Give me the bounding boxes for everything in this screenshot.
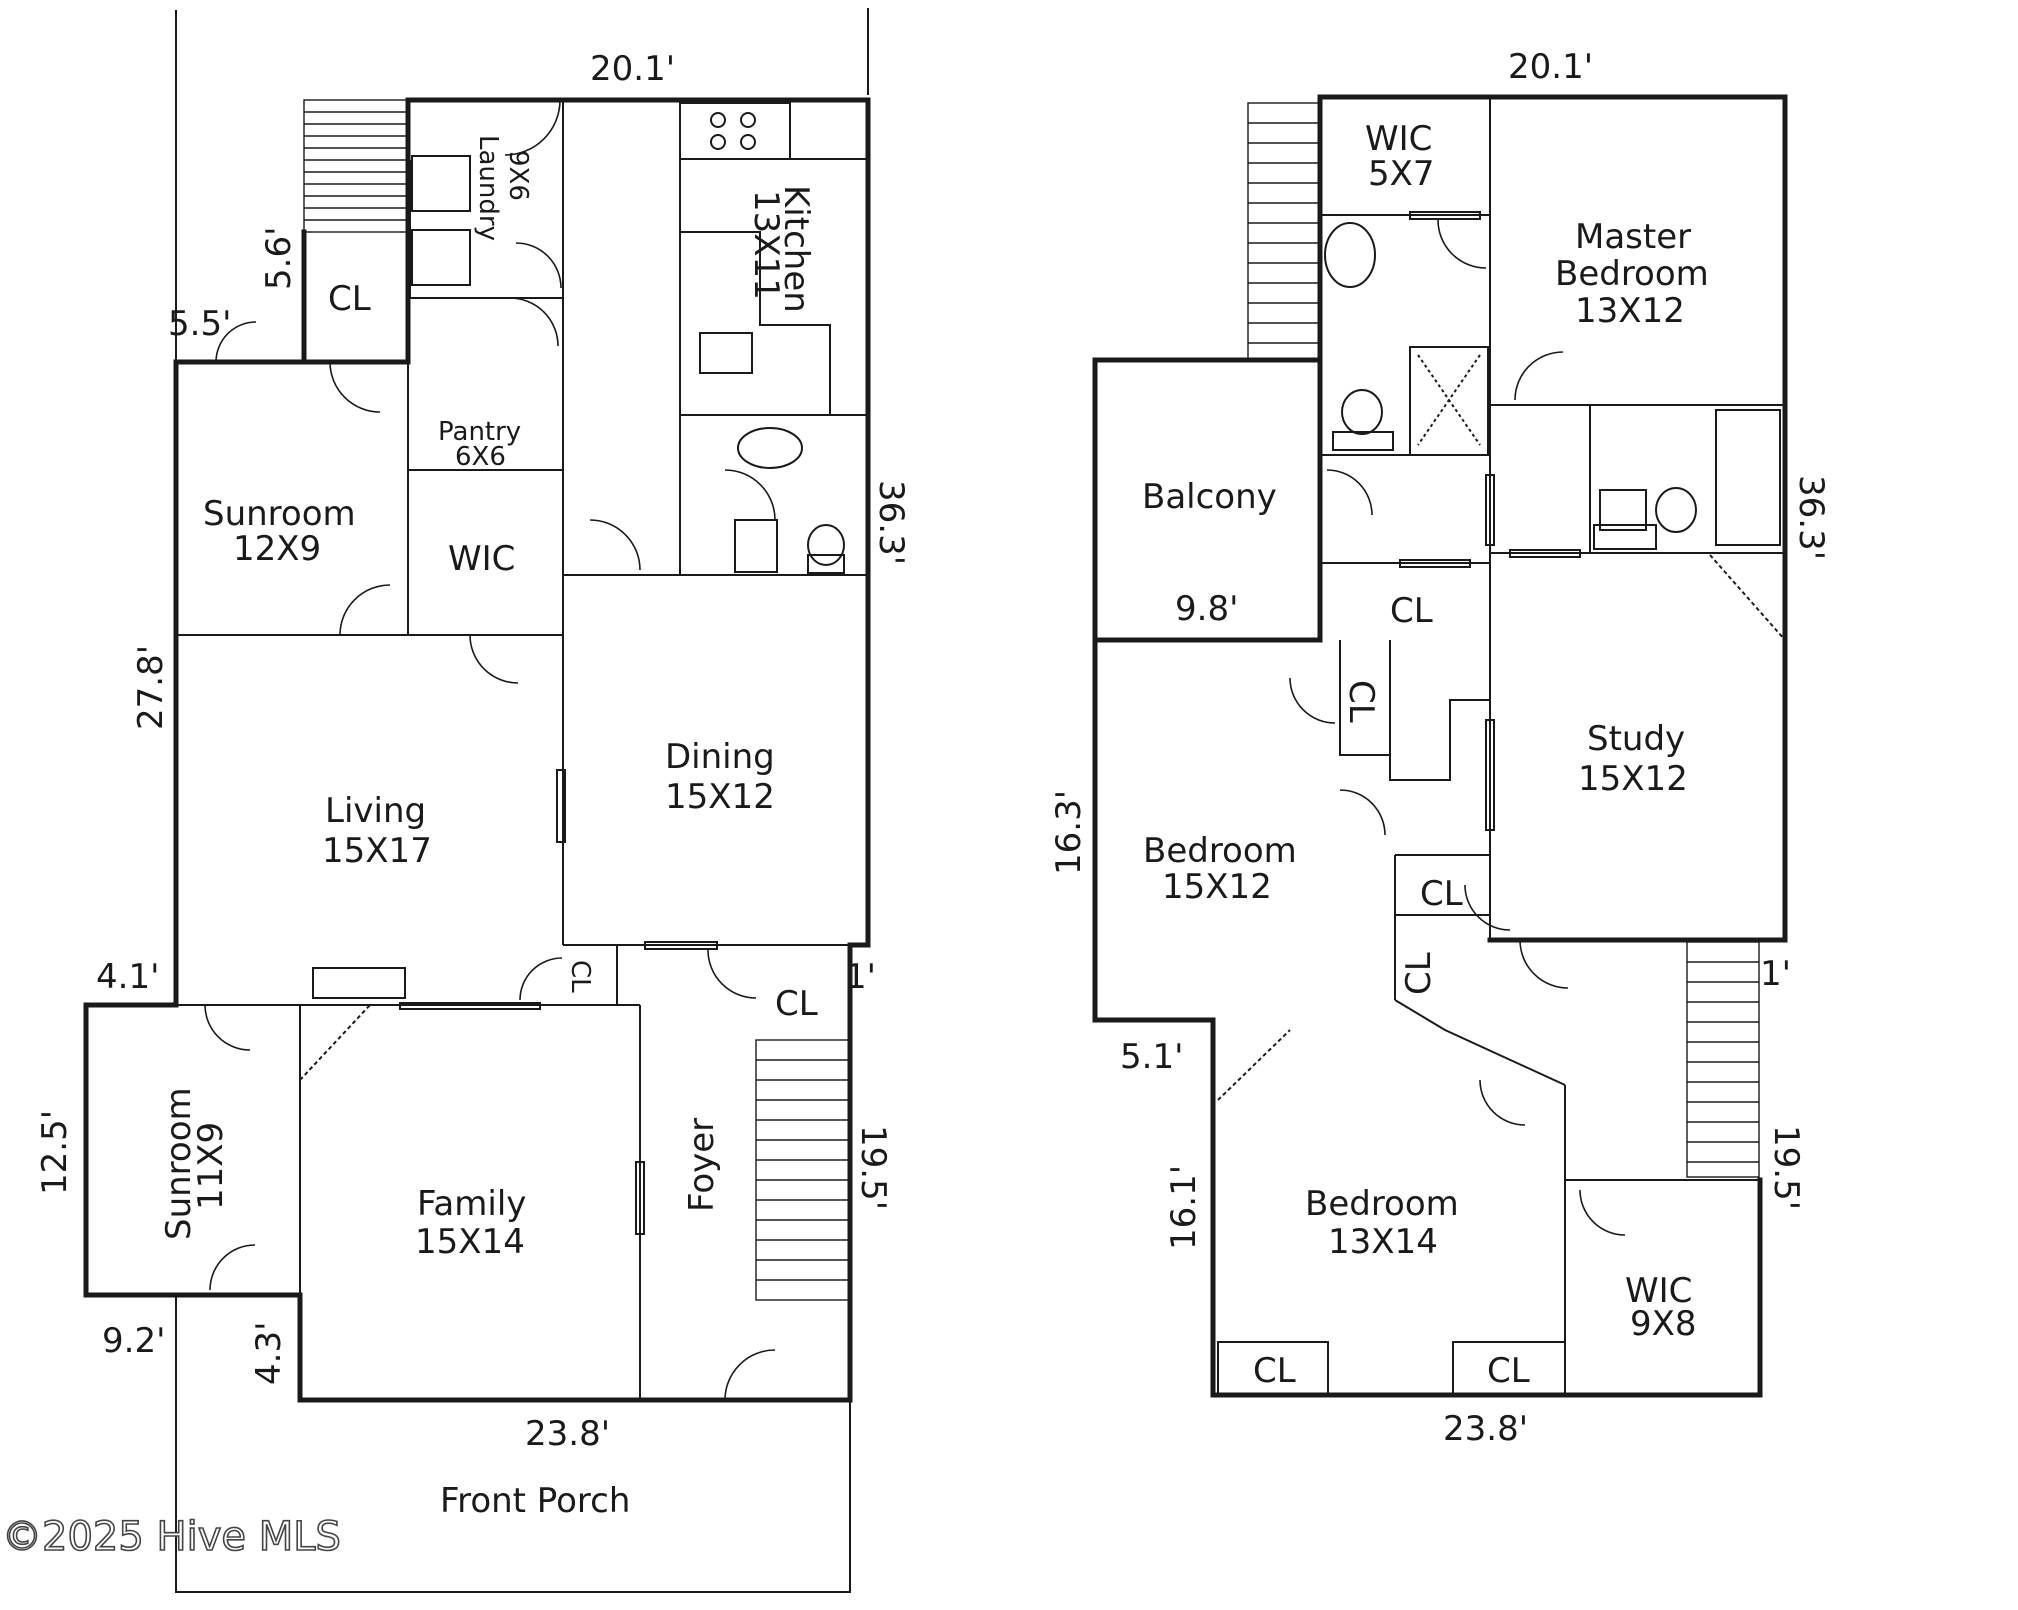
dining-size: 15X12: [665, 777, 775, 817]
cl-foyer-label: CL: [775, 984, 818, 1024]
dim-5-5: 5.5': [168, 304, 231, 344]
dim-right-height-first: 36.3': [871, 480, 911, 565]
dim-top-width-first: 20.1': [590, 49, 675, 89]
cl-bottom-right-label: CL: [1487, 1351, 1530, 1391]
dim-top-width-second: 20.1': [1508, 47, 1593, 87]
dim-9-2: 9.2': [102, 1321, 165, 1361]
watermark: ©2025 Hive MLS: [2, 1514, 341, 1560]
bedroom1-size: 15X12: [1162, 867, 1272, 907]
dim-4-1: 4.1': [96, 957, 159, 997]
dim-16-3: 16.3': [1049, 790, 1089, 875]
dim-16-1: 16.1': [1164, 1165, 1204, 1250]
wic-first-label: WIC: [448, 539, 515, 579]
dim-5-6: 5.6': [259, 227, 299, 290]
cl-center-label: CL: [1420, 874, 1463, 914]
bedroom1-label: Bedroom: [1143, 831, 1297, 871]
cl-upper-label: CL: [328, 279, 371, 319]
dim-19-5-first: 19.5': [853, 1125, 893, 1210]
front-porch-label: Front Porch: [440, 1481, 630, 1521]
wic-bottom-label: WIC: [1625, 1271, 1692, 1311]
cl-bottom-left-label: CL: [1253, 1351, 1296, 1391]
master-size: 13X12: [1575, 291, 1685, 331]
study-label: Study: [1587, 719, 1685, 759]
wic-top-label: WIC: [1365, 119, 1432, 159]
stairs-top-first: [303, 99, 409, 233]
sunroom-bottom-size: 11X9: [191, 1122, 231, 1210]
stairs-foyer: [755, 1039, 851, 1301]
dim-bottom-width-first: 23.8': [525, 1414, 610, 1454]
dim-12-5: 12.5': [35, 1110, 75, 1195]
wic-bottom-size: 9X8: [1630, 1304, 1697, 1344]
dim-left-upper: 27.8': [131, 645, 171, 730]
first-floor-plan: Laundry 9X6 Kitchen 13X11 CL Pantry 6X6 …: [35, 8, 911, 1593]
dining-label: Dining: [665, 737, 775, 777]
dim-right-1-second: 1': [1760, 954, 1791, 994]
family-size: 15X14: [415, 1222, 525, 1262]
second-floor-plan: WIC 5X7 Master Bedroom 13X12 Balcony CL …: [1049, 47, 1831, 1449]
master-label-1: Master: [1575, 217, 1691, 257]
master-label-2: Bedroom: [1555, 254, 1709, 294]
cl-center-vertical-label: CL: [1399, 952, 1439, 995]
living-label: Living: [325, 791, 426, 831]
bedroom2-label: Bedroom: [1305, 1184, 1459, 1224]
cl-small-label: CL: [565, 960, 595, 993]
foyer-label: Foyer: [682, 1118, 722, 1212]
stairs-bottom-second: [1686, 941, 1760, 1178]
balcony-label: Balcony: [1142, 477, 1277, 517]
laundry-label: Laundry: [473, 135, 503, 241]
laundry-size: 9X6: [503, 150, 533, 201]
dim-bottom-width-second: 23.8': [1443, 1409, 1528, 1449]
pantry-size: 6X6: [455, 442, 506, 472]
kitchen-size: 13X11: [746, 190, 786, 300]
wic-top-size: 5X7: [1368, 154, 1435, 194]
study-size: 15X12: [1578, 759, 1688, 799]
dim-4-3: 4.3': [249, 1322, 289, 1385]
bedroom2-size: 13X14: [1328, 1222, 1438, 1262]
dim-balcony-width: 9.8': [1175, 589, 1238, 629]
sunroom-bottom-label: Sunroom: [159, 1087, 199, 1240]
cl-mid-label: CL: [1390, 591, 1433, 631]
dim-19-5-second: 19.5': [1766, 1125, 1806, 1210]
kitchen-label: Kitchen: [776, 185, 816, 313]
living-size: 15X17: [322, 831, 432, 871]
dim-5-1: 5.1': [1120, 1037, 1183, 1077]
dim-right-1-first: 1': [845, 957, 876, 997]
dim-right-height-second: 36.3': [1791, 475, 1831, 560]
pantry-label: Pantry: [438, 417, 521, 447]
stairs-top-second: [1247, 102, 1321, 361]
sunroom-top-size: 12X9: [233, 529, 321, 569]
family-label: Family: [417, 1184, 526, 1224]
cl-vertical-label: CL: [1341, 680, 1381, 723]
sunroom-top-label: Sunroom: [203, 494, 356, 534]
